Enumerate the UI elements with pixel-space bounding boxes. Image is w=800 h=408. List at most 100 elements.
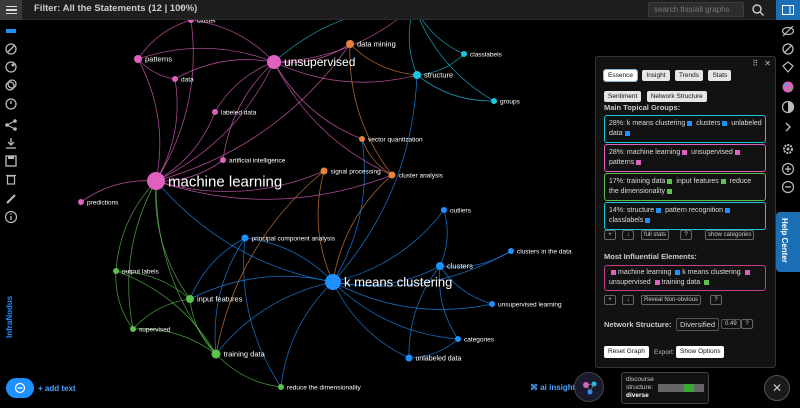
node-label[interactable]: vector quantization: [368, 136, 423, 143]
node-dot[interactable]: [220, 157, 226, 163]
node-label[interactable]: signal processing: [331, 168, 382, 175]
group-term[interactable]: unsupervised: [691, 149, 733, 156]
tab-trends[interactable]: Trends: [675, 70, 703, 81]
group-term[interactable]: unlabeled data: [609, 120, 762, 137]
download-icon[interactable]: [4, 136, 18, 150]
graph-node[interactable]: output labels: [113, 268, 160, 275]
node-label[interactable]: clusters: [447, 262, 473, 271]
node-label[interactable]: input features: [197, 295, 243, 304]
add-text-link[interactable]: + add text: [38, 384, 76, 393]
close-panel-icon[interactable]: ✕: [764, 59, 771, 68]
node-label[interactable]: clusters in the data: [517, 248, 572, 255]
influential-item[interactable]: unsupervised: [609, 279, 651, 286]
node-dot[interactable]: [436, 262, 444, 270]
node-label[interactable]: labeled data: [221, 109, 257, 116]
full-stats-button[interactable]: full stats: [641, 230, 670, 240]
node-label[interactable]: unlabeled data: [416, 355, 462, 362]
node-dot[interactable]: [172, 76, 178, 82]
group-term[interactable]: input features: [676, 178, 719, 185]
download-groups-button[interactable]: ↓: [622, 230, 634, 240]
save-icon[interactable]: [4, 154, 18, 168]
node-label[interactable]: training data: [224, 350, 266, 359]
node-dot[interactable]: [278, 384, 284, 390]
settings-icon[interactable]: [781, 142, 795, 156]
node-label[interactable]: patterns: [145, 55, 172, 64]
graph-node[interactable]: categories: [455, 336, 495, 343]
topical-group[interactable]: 17%: training data input features reduce…: [604, 173, 766, 201]
show-options-button[interactable]: Show Options: [676, 346, 725, 358]
node-label[interactable]: reduce the dimensionality: [287, 384, 361, 391]
graph-node[interactable]: data mining: [346, 40, 396, 49]
topical-group[interactable]: 14%: structure pattern recognition class…: [604, 202, 766, 230]
node-label[interactable]: predictions: [87, 199, 119, 206]
node-label[interactable]: artificial intelligence: [229, 157, 286, 164]
graph-node[interactable]: unsupervised: [267, 55, 355, 69]
node-label[interactable]: data: [181, 76, 194, 83]
close-button[interactable]: ✕: [764, 375, 790, 401]
no-entry-icon[interactable]: [781, 42, 795, 56]
node-dot[interactable]: [346, 40, 354, 48]
graph-node[interactable]: input features: [186, 295, 243, 304]
graph-node[interactable]: clusters in the data: [508, 248, 572, 255]
graph-search-input[interactable]: [648, 2, 744, 17]
node-dot[interactable]: [211, 349, 221, 359]
node-dot[interactable]: [241, 234, 249, 242]
tab-essence[interactable]: Essence: [603, 69, 638, 82]
node-dot[interactable]: [113, 268, 119, 274]
no-entry-icon[interactable]: [4, 42, 18, 56]
color-palette-icon[interactable]: [781, 80, 795, 94]
node-label[interactable]: machine learning: [168, 173, 282, 190]
reset-graph-button[interactable]: Reset Graph: [604, 346, 649, 358]
add-text-button[interactable]: [6, 378, 34, 398]
search-icon[interactable]: [751, 3, 765, 17]
node-label[interactable]: outliers: [450, 207, 472, 214]
graph-node[interactable]: patterns: [134, 55, 172, 64]
group-term[interactable]: k means clustering: [626, 120, 686, 127]
topical-group[interactable]: 28%: k means clustering clusters unlabel…: [604, 115, 766, 143]
node-label[interactable]: supervised: [139, 326, 171, 333]
influential-item[interactable]: machine learning: [618, 269, 672, 276]
node-dot[interactable]: [455, 336, 461, 342]
graph-node[interactable]: artificial intelligence: [220, 157, 286, 164]
graph-node[interactable]: signal processing: [320, 167, 382, 176]
graph-node[interactable]: structure: [413, 71, 453, 80]
graph-node[interactable]: principal component analysis: [241, 234, 336, 243]
node-dot[interactable]: [130, 326, 136, 332]
tab-sentiment[interactable]: Sentiment: [604, 91, 642, 102]
node-label[interactable]: data mining: [357, 40, 396, 49]
ai-insight-link[interactable]: ⌘ ai insight: [530, 383, 576, 392]
chevron-right-icon[interactable]: [781, 120, 795, 134]
ai-insight-bubble[interactable]: [574, 372, 604, 402]
node-label[interactable]: classlabels: [470, 51, 503, 58]
graph-node[interactable]: machine learning: [147, 172, 282, 190]
group-term[interactable]: training data: [626, 178, 666, 185]
drag-handle-icon[interactable]: ⠿: [752, 59, 759, 68]
graph-node[interactable]: training data: [211, 349, 266, 359]
influential-item[interactable]: k means clustering: [682, 269, 741, 276]
node-dot[interactable]: [78, 199, 84, 205]
edit-icon[interactable]: [4, 192, 18, 206]
node-dot[interactable]: [388, 171, 396, 179]
node-dot[interactable]: [491, 98, 497, 104]
graph-node[interactable]: vector quantization: [359, 136, 423, 143]
filter-label[interactable]: Filter: All the Statements (12 | 100%): [34, 3, 198, 14]
zoom-in-icon[interactable]: [781, 162, 795, 176]
hamburger-menu-button[interactable]: [0, 0, 22, 20]
graph-node[interactable]: labeled data: [212, 109, 257, 116]
timer-icon[interactable]: [4, 96, 18, 110]
node-dot[interactable]: [147, 172, 165, 190]
reveal-non-obvious-button[interactable]: Reveal Non-obvious: [641, 295, 702, 305]
group-term[interactable]: reduce the dimensionality: [609, 178, 752, 195]
node-dot[interactable]: [212, 109, 218, 115]
node-label[interactable]: principal component analysis: [252, 235, 336, 242]
graph-node[interactable]: reduce the dimensionality: [278, 384, 361, 391]
node-label[interactable]: groups: [500, 98, 521, 105]
node-dot[interactable]: [134, 55, 142, 63]
group-term[interactable]: clusters: [696, 120, 721, 127]
node-dot[interactable]: [508, 248, 514, 254]
graph-node[interactable]: outliers: [441, 207, 472, 214]
node-dot[interactable]: [186, 295, 194, 303]
help-center-tab[interactable]: Help Center: [776, 212, 800, 272]
group-term[interactable]: pattern recognition: [665, 207, 724, 214]
